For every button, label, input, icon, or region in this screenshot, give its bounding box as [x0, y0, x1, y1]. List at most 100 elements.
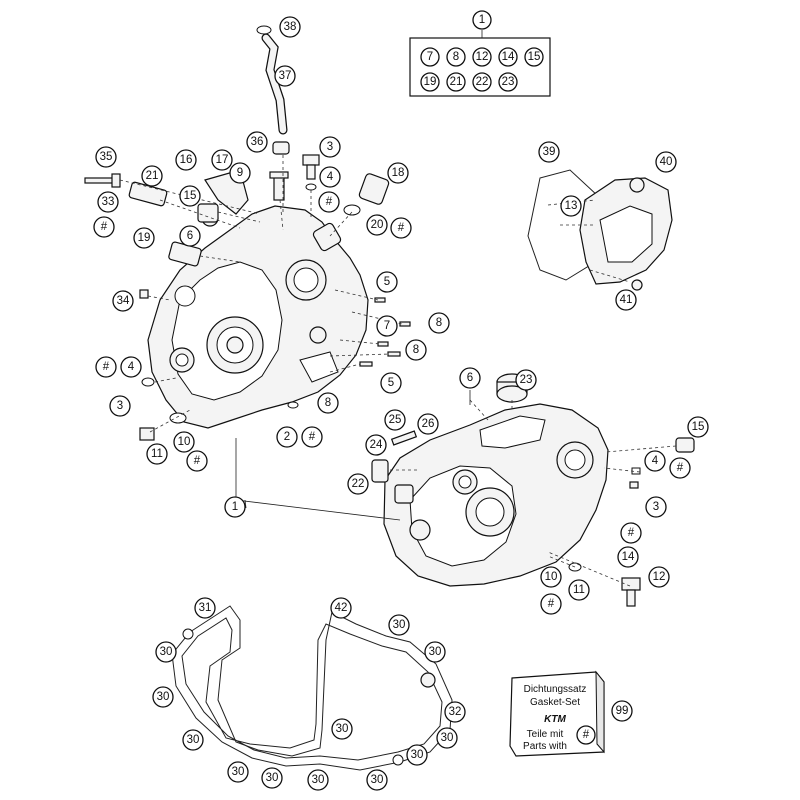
part-callout[interactable]: 18: [387, 162, 409, 184]
part-callout[interactable]: 25: [384, 409, 406, 431]
part-callout[interactable]: #: [95, 356, 117, 378]
part-callout[interactable]: 5: [380, 372, 402, 394]
part-callout[interactable]: 30: [331, 718, 353, 740]
part-callout[interactable]: 8: [405, 339, 427, 361]
part-callout[interactable]: 10: [540, 566, 562, 588]
part-callout[interactable]: 30: [152, 686, 174, 708]
part-callout[interactable]: 30: [436, 727, 458, 749]
kit-item[interactable]: 14: [498, 47, 518, 67]
svg-text:#: #: [194, 455, 201, 467]
part-callout[interactable]: 35: [95, 146, 117, 168]
svg-text:1: 1: [479, 14, 485, 26]
part-callout[interactable]: 30: [424, 641, 446, 663]
part-callout[interactable]: 3: [645, 496, 667, 518]
part-callout[interactable]: #: [540, 593, 562, 615]
kit-item[interactable]: 22: [472, 72, 492, 92]
part-callout[interactable]: 11: [568, 579, 590, 601]
part-callout[interactable]: 23: [515, 369, 537, 391]
part-callout[interactable]: 17: [211, 149, 233, 171]
part-callout[interactable]: 30: [406, 744, 428, 766]
kit-item[interactable]: 23: [498, 72, 518, 92]
part-callout[interactable]: 41: [615, 289, 637, 311]
part-callout[interactable]: 9: [229, 162, 251, 184]
part-callout[interactable]: 30: [307, 769, 329, 791]
svg-text:#: #: [101, 221, 108, 233]
svg-text:10: 10: [545, 571, 558, 583]
part-callout[interactable]: 32: [444, 701, 466, 723]
kit-item[interactable]: 8: [446, 47, 466, 67]
part-callout[interactable]: 8: [428, 312, 450, 334]
part-callout[interactable]: 5: [376, 271, 398, 293]
svg-text:7: 7: [427, 51, 433, 63]
part-callout[interactable]: 4: [319, 166, 341, 188]
part-callout[interactable]: #: [669, 457, 691, 479]
part-callout[interactable]: 19: [133, 227, 155, 249]
svg-text:15: 15: [692, 421, 705, 433]
part-callout[interactable]: 40: [655, 151, 677, 173]
svg-text:8: 8: [436, 317, 442, 329]
part-callout[interactable]: 20: [366, 214, 388, 236]
svg-text:31: 31: [199, 602, 212, 614]
part-callout[interactable]: #: [186, 450, 208, 472]
part-callout[interactable]: 30: [155, 641, 177, 663]
gasket-set-note-en: Parts with: [523, 741, 567, 752]
svg-text:24: 24: [370, 439, 383, 451]
part-callout[interactable]: 24: [365, 434, 387, 456]
part-callout[interactable]: #: [620, 522, 642, 544]
svg-text:23: 23: [520, 374, 533, 386]
kit-callout[interactable]: 1: [472, 10, 492, 30]
part-callout[interactable]: 42: [330, 597, 352, 619]
part-callout[interactable]: 4: [644, 450, 666, 472]
part-callout[interactable]: 6: [459, 367, 481, 389]
callout-99[interactable]: 99: [611, 700, 633, 722]
part-callout[interactable]: 10: [173, 431, 195, 453]
part-callout[interactable]: 30: [227, 761, 249, 783]
part-callout[interactable]: 33: [97, 191, 119, 213]
part-callout[interactable]: 13: [560, 195, 582, 217]
part-callout[interactable]: 2: [276, 426, 298, 448]
part-callout[interactable]: 30: [388, 614, 410, 636]
part-callout[interactable]: 3: [319, 136, 341, 158]
part-callout[interactable]: 30: [182, 729, 204, 751]
part-callout[interactable]: 36: [246, 131, 268, 153]
svg-text:4: 4: [128, 361, 135, 373]
part-callout[interactable]: 21: [141, 165, 163, 187]
kit-item[interactable]: 21: [446, 72, 466, 92]
part-callout[interactable]: 14: [617, 546, 639, 568]
part-callout[interactable]: 4: [120, 356, 142, 378]
svg-text:36: 36: [251, 136, 264, 148]
part-callout[interactable]: 11: [146, 443, 168, 465]
part-callout[interactable]: 34: [112, 290, 134, 312]
part-callout[interactable]: 22: [347, 473, 369, 495]
part-callout[interactable]: 12: [648, 566, 670, 588]
kit-item[interactable]: 12: [472, 47, 492, 67]
part-callout[interactable]: 31: [194, 597, 216, 619]
svg-text:3: 3: [653, 501, 659, 513]
part-callout[interactable]: 38: [279, 16, 301, 38]
svg-text:15: 15: [184, 190, 197, 202]
part-callout[interactable]: 6: [179, 225, 201, 247]
part-callout[interactable]: 37: [274, 65, 296, 87]
kit-item[interactable]: 7: [420, 47, 440, 67]
part-callout[interactable]: 8: [317, 392, 339, 414]
kit-item[interactable]: 19: [420, 72, 440, 92]
part-callout[interactable]: 16: [175, 149, 197, 171]
part-callout[interactable]: 30: [261, 767, 283, 789]
kit-item[interactable]: 15: [524, 47, 544, 67]
part-callout[interactable]: 39: [538, 141, 560, 163]
part-callout[interactable]: 26: [417, 413, 439, 435]
part-callout[interactable]: 7: [376, 315, 398, 337]
part-callout[interactable]: 15: [179, 185, 201, 207]
part-callout[interactable]: 1: [224, 496, 246, 518]
part-callout[interactable]: 30: [366, 769, 388, 791]
svg-text:30: 30: [160, 646, 173, 658]
svg-text:32: 32: [449, 706, 462, 718]
part-callout[interactable]: #: [93, 216, 115, 238]
part-callout[interactable]: #: [318, 191, 340, 213]
svg-text:33: 33: [102, 196, 115, 208]
part-callout[interactable]: #: [390, 217, 412, 239]
part-callout[interactable]: #: [301, 426, 323, 448]
svg-text:30: 30: [429, 646, 442, 658]
part-callout[interactable]: 15: [687, 416, 709, 438]
part-callout[interactable]: 3: [109, 395, 131, 417]
